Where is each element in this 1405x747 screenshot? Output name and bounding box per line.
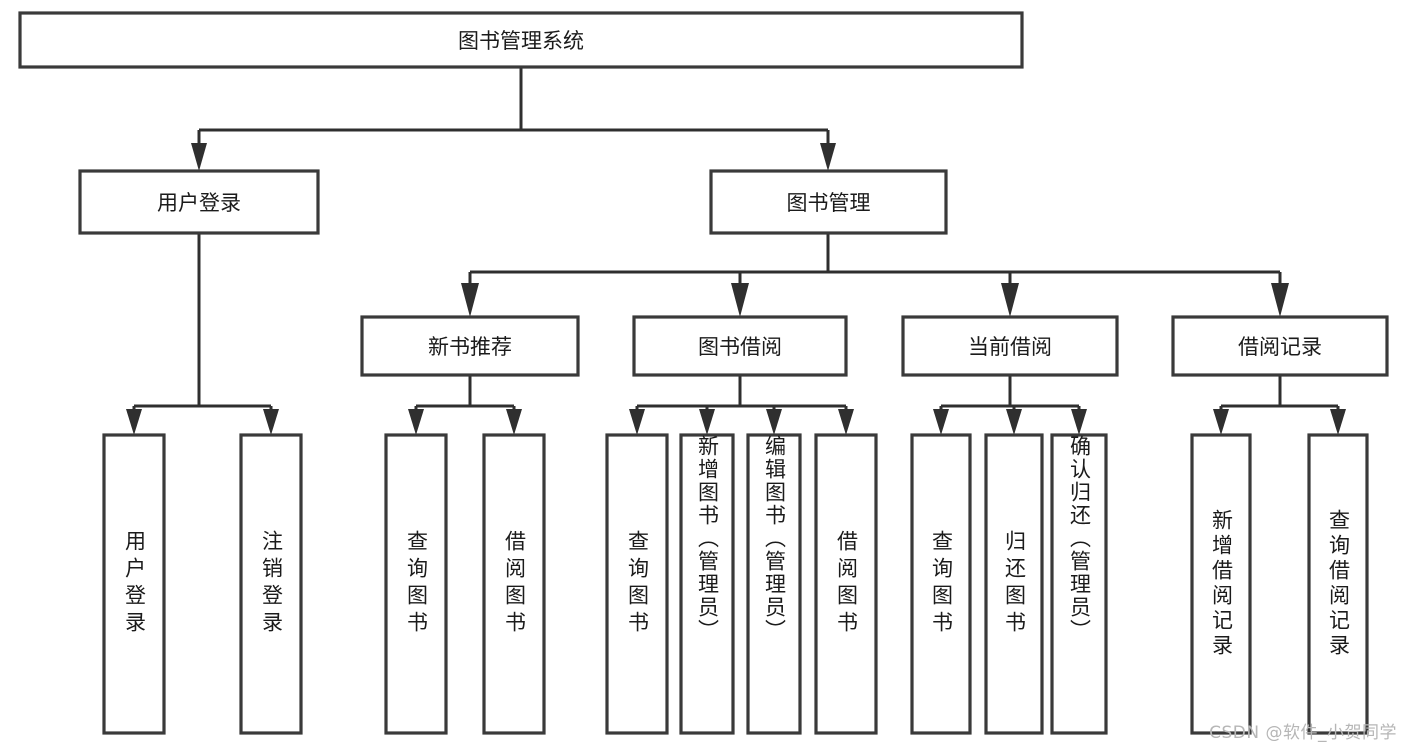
leaf-box-query-book-nb[interactable]: [384, 433, 448, 735]
leaf-box-query-record[interactable]: [1307, 433, 1369, 735]
arrow-records-to-leaf-2: [1330, 409, 1346, 435]
arrow-borrow-to-leaf-2: [699, 409, 715, 435]
leaf-box-add-record[interactable]: [1190, 433, 1252, 735]
arrow-book-mgmt-to-records: [1271, 283, 1289, 317]
leaf-box-edit-book-admin[interactable]: [746, 433, 802, 735]
arrow-root-to-book-mgmt: [820, 143, 836, 171]
csdn-watermark: CSDN @软件_小贺同学: [1209, 723, 1397, 743]
node-book-mgmt-box[interactable]: [709, 169, 948, 235]
arrow-book-mgmt-to-current: [1001, 283, 1019, 317]
node-user-login-box[interactable]: [78, 169, 320, 235]
arrow-root-to-user-login: [191, 143, 207, 171]
arrow-book-mgmt-to-new-books: [461, 283, 479, 317]
node-root-box[interactable]: [18, 11, 1024, 69]
arrow-current-to-leaf-3: [1071, 409, 1087, 435]
edges-layer: [126, 67, 1346, 435]
leaf-box-user-login[interactable]: [102, 433, 166, 735]
leaf-box-add-book-admin[interactable]: [679, 433, 735, 735]
node-borrow-box[interactable]: [632, 315, 848, 377]
arrow-current-to-leaf-1: [933, 409, 949, 435]
arrow-new-books-to-leaf-2: [506, 409, 522, 435]
node-records-box[interactable]: [1171, 315, 1389, 377]
leaf-box-logout[interactable]: [239, 433, 303, 735]
arrow-borrow-to-leaf-3: [766, 409, 782, 435]
arrow-new-books-to-leaf-1: [408, 409, 424, 435]
leaf-box-return-book[interactable]: [984, 433, 1044, 735]
leaf-box-borrow-book-nb[interactable]: [482, 433, 546, 735]
arrow-borrow-to-leaf-1: [629, 409, 645, 435]
leaf-box-confirm-return[interactable]: [1050, 433, 1108, 735]
arrow-records-to-leaf-1: [1213, 409, 1229, 435]
boxes-layer: [18, 11, 1389, 735]
arrow-borrow-to-leaf-4: [838, 409, 854, 435]
node-new-books-box[interactable]: [360, 315, 580, 377]
arrow-user-login-to-leaf-2: [263, 409, 279, 435]
node-current-box[interactable]: [901, 315, 1119, 377]
arrow-user-login-to-leaf-1: [126, 409, 142, 435]
leaf-box-borrow-book-bb[interactable]: [814, 433, 878, 735]
arrow-current-to-leaf-2: [1006, 409, 1022, 435]
arrow-book-mgmt-to-borrow: [731, 283, 749, 317]
leaf-box-query-book-cb[interactable]: [910, 433, 972, 735]
leaf-box-query-book-bb[interactable]: [605, 433, 669, 735]
